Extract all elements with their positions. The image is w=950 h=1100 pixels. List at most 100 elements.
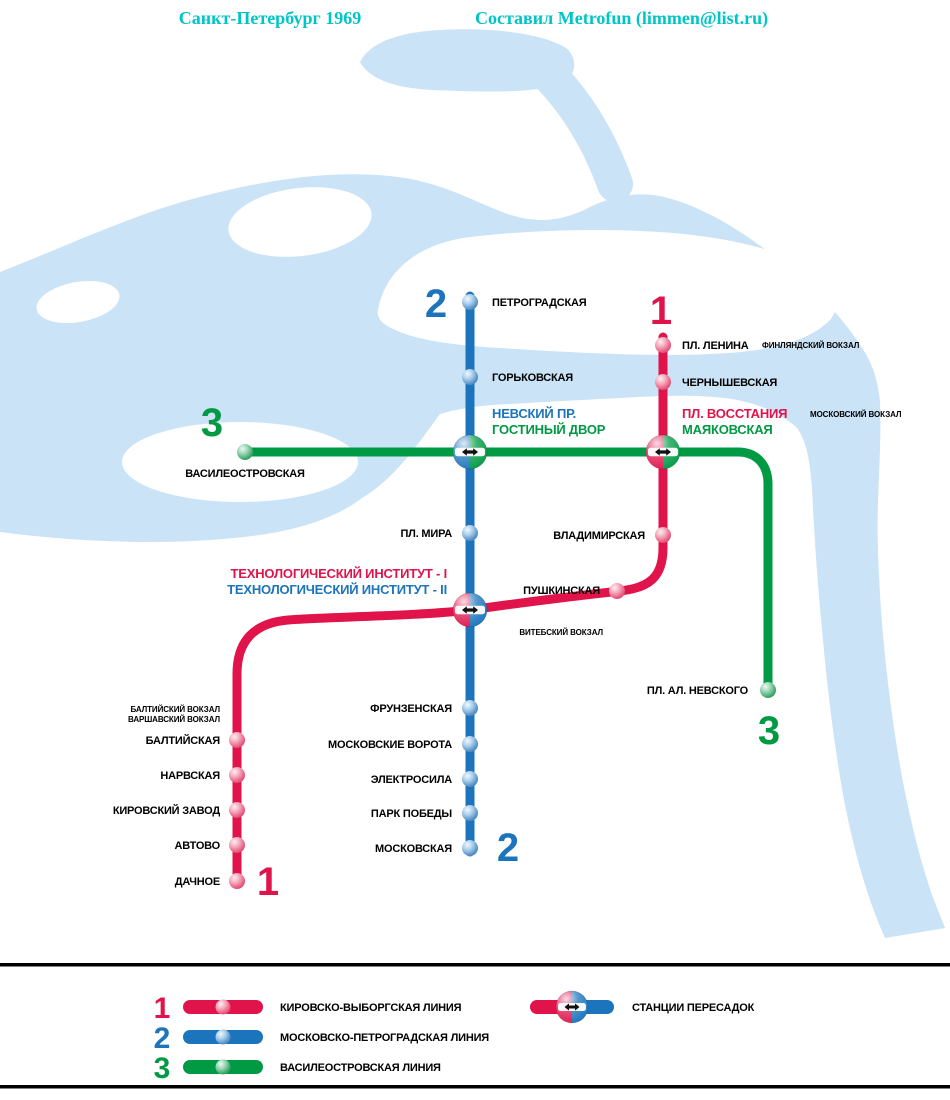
station-label-frunzenskaya: ФРУНЗЕНСКАЯ <box>370 703 452 715</box>
page-title: Санкт-Петербург 1969 <box>179 8 361 28</box>
legend-line-3-label: ВАСИЛЕОСТРОВСКАЯ ЛИНИЯ <box>280 1062 441 1074</box>
legend-line-1-dot <box>215 999 231 1015</box>
line-2-badge-bottom: 2 <box>497 826 519 870</box>
line-1-badge-top: 1 <box>650 289 672 333</box>
station-dot-baltiyskaya <box>229 732 245 748</box>
station-label-pushkinskaya: ПУШКИНСКАЯ <box>523 585 600 597</box>
page-credit: Составил Metrofun (limmen@list.ru) <box>475 8 768 29</box>
station-dot-petrogradskaya <box>462 294 478 310</box>
station-label-petrogradskaya: ПЕТРОГРАДСКАЯ <box>492 297 587 309</box>
station-dot-narvskaya <box>229 767 245 783</box>
line-1-badge-bottom: 1 <box>257 860 279 904</box>
transfer-outline <box>452 592 488 628</box>
station-label-tekh-institut-2: ТЕХНОЛОГИЧЕСКИЙ ИНСТИТУТ - II <box>227 582 447 597</box>
station-label-avtovo: АВТОВО <box>175 840 221 852</box>
station-label-dachnoe: ДАЧНОЕ <box>175 876 220 888</box>
river-channel-nevka <box>532 58 633 202</box>
station-dot-avtovo <box>229 837 245 853</box>
line-3-badge-south: 3 <box>758 709 780 753</box>
station-label-baltiyskaya: БАЛТИЙСКАЯ <box>146 734 221 747</box>
divider-bottom <box>0 1085 950 1089</box>
transfer-tekhnologichesky <box>452 592 488 628</box>
legend: 1 КИРОВСКО-ВЫБОРГСКАЯ ЛИНИЯ 2 МОСКОВСКО-… <box>0 963 950 1089</box>
river-neva <box>0 29 945 938</box>
station-label-vasileostrovskaya: ВАСИЛЕОСТРОВСКАЯ <box>185 468 305 480</box>
station-dot-kirovsky-zavod <box>229 802 245 818</box>
legend-row-line-1: 1 КИРОВСКО-ВЫБОРГСКАЯ ЛИНИЯ <box>154 992 462 1025</box>
transfer-outline <box>555 990 589 1024</box>
station-dot-chernyshevskaya <box>655 374 671 390</box>
station-dot-pushkinskaya <box>609 583 625 599</box>
station-label-kirovsky-zavod: КИРОВСКИЙ ЗАВОД <box>113 804 221 817</box>
legend-line-1-label: КИРОВСКО-ВЫБОРГСКАЯ ЛИНИЯ <box>280 1002 462 1014</box>
station-label-elektrosila: ЭЛЕКТРОСИЛА <box>371 774 452 786</box>
station-label-narvskaya: НАРВСКАЯ <box>160 770 220 782</box>
transfer-arrow-icon <box>655 448 671 456</box>
transfer-nevsky-gostiny <box>452 434 488 470</box>
line-3-badge-west: 3 <box>201 401 223 445</box>
station-dot-dachnoe <box>229 873 245 889</box>
legend-transfer-label: СТАНЦИИ ПЕРЕСАДОК <box>632 1002 755 1014</box>
railway-label-finlyandsky: ФИНЛЯНДСКИЙ ВОКЗАЛ <box>762 341 860 350</box>
legend-line-1-number: 1 <box>154 992 171 1025</box>
transfer-vosstaniya-mayakovskaya <box>645 434 681 470</box>
station-dots <box>229 294 776 889</box>
legend-row-line-3: 3 ВАСИЛЕОСТРОВСКАЯ ЛИНИЯ <box>154 1052 442 1085</box>
station-label-nevsky-pr: НЕВСКИЙ ПР. <box>492 406 576 421</box>
legend-transfer-sphere <box>555 990 589 1024</box>
station-dot-vladimirskaya <box>655 527 671 543</box>
station-dot-frunzenskaya <box>462 700 478 716</box>
station-dot-moskovskie-vorota <box>462 736 478 752</box>
divider-top <box>0 963 950 967</box>
island-vasilievsky <box>122 422 358 502</box>
header: Санкт-Петербург 1969 Составил Metrofun (… <box>179 8 768 29</box>
station-label-pl-lenina: ПЛ. ЛЕНИНА <box>682 340 749 352</box>
transfer-outline <box>452 434 488 470</box>
station-label-park-pobedy: ПАРК ПОБЕДЫ <box>371 808 452 820</box>
legend-transfer: СТАНЦИИ ПЕРЕСАДОК <box>530 990 755 1024</box>
railway-label-baltiysky: БАЛТИЙСКИЙ ВОКЗАЛ <box>131 705 221 714</box>
transfer-arrow-icon <box>564 1003 580 1011</box>
station-label-tekh-institut-1: ТЕХНОЛОГИЧЕСКИЙ ИНСТИТУТ - I <box>231 566 447 581</box>
legend-row-line-2: 2 МОСКОВСКО-ПЕТРОГРАДСКАЯ ЛИНИЯ <box>154 1022 490 1055</box>
station-dot-park-pobedy <box>462 805 478 821</box>
station-dot-pl-lenina <box>655 337 671 353</box>
station-dot-pl-al-nevskogo <box>760 682 776 698</box>
railway-label-vitebsky: ВИТЕБСКИЙ ВОКЗАЛ <box>519 628 603 637</box>
station-label-pl-vosstaniya: ПЛ. ВОССТАНИЯ <box>682 406 787 421</box>
station-dot-vasileostrovskaya <box>237 444 253 460</box>
river-main-body <box>0 174 945 938</box>
station-label-moskovskaya: МОСКОВСКАЯ <box>375 843 452 855</box>
station-label-gorkovskaya: ГОРЬКОВСКАЯ <box>492 372 573 384</box>
legend-line-2-label: МОСКОВСКО-ПЕТРОГРАДСКАЯ ЛИНИЯ <box>280 1032 489 1044</box>
line-number-badges: 2 1 3 2 1 3 <box>201 282 780 904</box>
line-3-path <box>240 447 773 697</box>
railway-label-varshavsky: ВАРШАВСКИЙ ВОКЗАЛ <box>128 715 220 724</box>
transfer-outline <box>645 434 681 470</box>
station-label-chernyshevskaya: ЧЕРНЫШЕВСКАЯ <box>682 377 777 389</box>
island-central <box>377 229 837 355</box>
station-label-moskovskie-vorota: МОСКОВСКИЕ ВОРОТА <box>328 739 452 751</box>
station-label-pl-al-nevskogo: ПЛ. АЛ. НЕВСКОГО <box>647 685 749 697</box>
transfer-stations <box>452 434 681 628</box>
station-dot-moskovskaya <box>462 840 478 856</box>
river-inlet-top <box>360 29 575 92</box>
island-small-west <box>36 280 120 324</box>
legend-line-3-number: 3 <box>154 1052 171 1085</box>
station-label-pl-mira: ПЛ. МИРА <box>400 528 452 540</box>
station-dot-gorkovskaya <box>462 369 478 385</box>
station-dot-elektrosila <box>462 771 478 787</box>
legend-line-3-dot <box>215 1059 231 1075</box>
transfer-arrow-icon <box>462 606 478 614</box>
line-2-badge-top: 2 <box>425 282 447 326</box>
island-petrogradsky <box>228 187 372 257</box>
railway-label-moskovsky: МОСКОВСКИЙ ВОКЗАЛ <box>810 410 902 419</box>
station-label-mayakovskaya: МАЯКОВСКАЯ <box>682 422 773 437</box>
station-label-gostiny-dvor: ГОСТИНЫЙ ДВОР <box>492 422 606 437</box>
station-labels: ПЕТРОГРАДСКАЯ ГОРЬКОВСКАЯ ПЛ. МИРА ФРУНЗ… <box>113 297 902 888</box>
transfer-arrow-icon <box>462 448 478 456</box>
legend-line-2-number: 2 <box>154 1022 171 1055</box>
